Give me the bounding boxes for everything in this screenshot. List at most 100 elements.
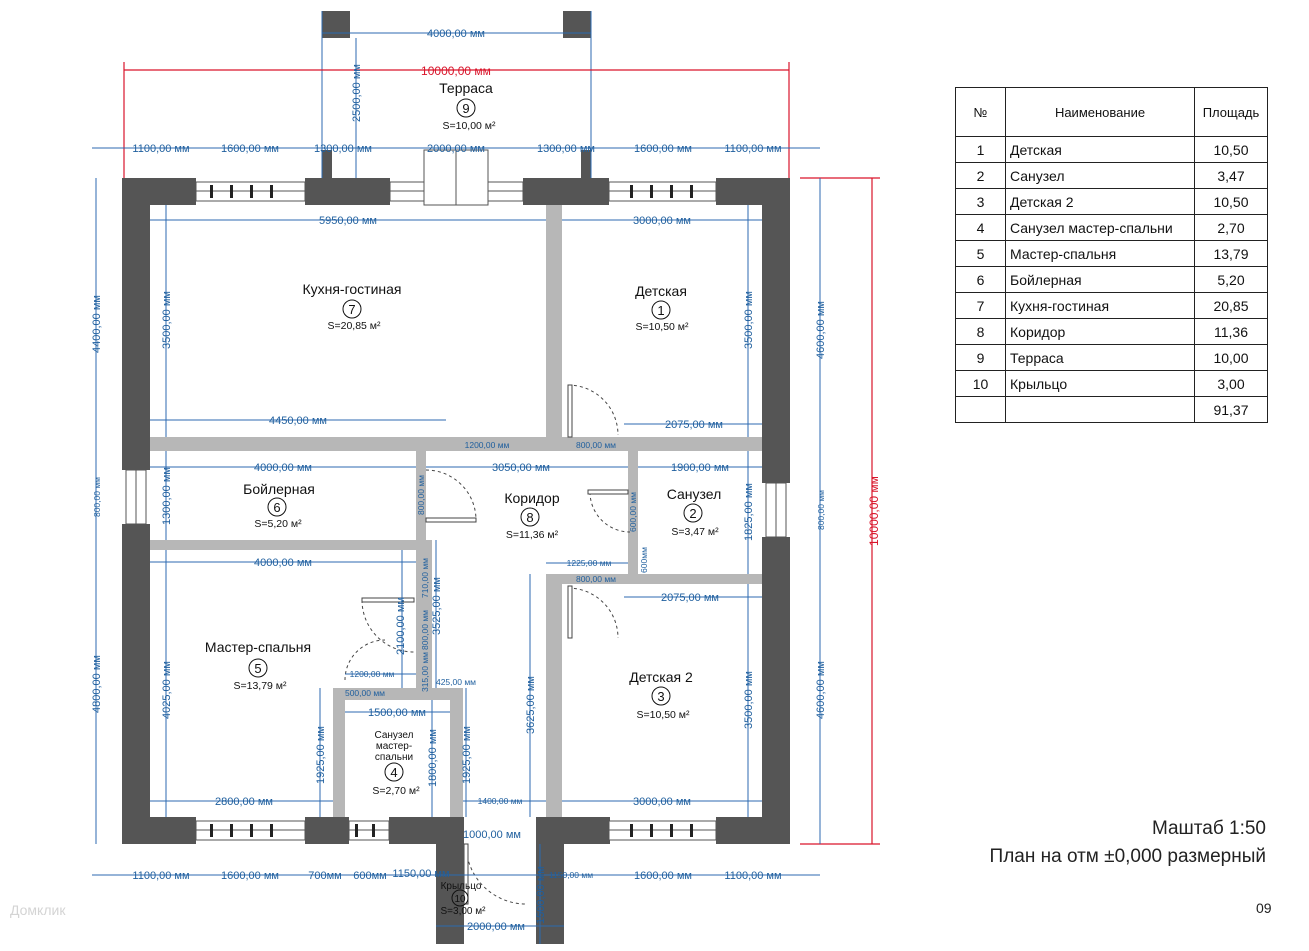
svg-text:4800,00 мм: 4800,00 мм bbox=[91, 655, 103, 713]
room-number: 9 bbox=[462, 101, 469, 116]
interior-wall bbox=[628, 451, 638, 581]
svg-text:800,00 мм: 800,00 мм bbox=[92, 477, 102, 517]
svg-text:4025,00 мм: 4025,00 мм bbox=[161, 661, 173, 719]
outer-wall bbox=[122, 817, 196, 844]
svg-text:800,00 мм: 800,00 мм bbox=[576, 574, 616, 584]
svg-text:1150,00 мм: 1150,00 мм bbox=[392, 868, 449, 880]
room-number: 7 bbox=[348, 302, 355, 317]
svg-text:2000,00 мм: 2000,00 мм bbox=[467, 921, 525, 933]
terrace-height: 2500,00 мм bbox=[351, 64, 363, 122]
room-corridor: Коридор 8 S=11,36 м² bbox=[504, 490, 560, 541]
room-name: спальни bbox=[375, 752, 413, 763]
table-total-row: 91,37 bbox=[955, 396, 1268, 423]
outer-wall bbox=[122, 524, 150, 844]
svg-text:3000,00 мм: 3000,00 мм bbox=[633, 215, 691, 227]
page-number: 09 bbox=[1256, 900, 1272, 916]
svg-text:1925,00 мм: 1925,00 мм bbox=[461, 726, 473, 784]
terrace-width: 4000,00 мм bbox=[427, 28, 485, 40]
room-name: мастер- bbox=[376, 741, 412, 752]
room-name: Кухня-гостиная bbox=[302, 281, 401, 297]
bottom-dimension-chain: 1100,00 мм 1600,00 мм 700мм 600мм 1150,0… bbox=[132, 868, 781, 882]
interior-wall bbox=[416, 540, 432, 688]
svg-text:3000,00 мм: 3000,00 мм bbox=[633, 796, 691, 808]
svg-text:4600,00 мм: 4600,00 мм bbox=[815, 301, 827, 359]
terrace-post bbox=[563, 11, 591, 38]
room-kitchen: Кухня-гостиная 7 S=20,85 м² bbox=[302, 281, 401, 332]
porch-post bbox=[536, 844, 564, 944]
room-area: S=10,50 м² bbox=[635, 321, 689, 333]
outer-wall bbox=[762, 537, 790, 844]
outer-wall bbox=[305, 817, 349, 844]
terrace-post bbox=[322, 11, 350, 38]
room-area: S=2,70 м² bbox=[372, 785, 420, 797]
room-area: S=3,00 м² bbox=[441, 906, 487, 917]
room-porch: Крыльцо 10 S=3,00 м² bbox=[441, 881, 487, 917]
room-name: Бойлерная bbox=[243, 481, 315, 497]
svg-text:2000,00 мм: 2000,00 мм bbox=[427, 143, 485, 155]
plan-title: План на отм ±0,000 размерный bbox=[989, 846, 1266, 867]
door-swings bbox=[344, 384, 631, 905]
outer-wall bbox=[305, 178, 390, 205]
svg-text:3500,00 мм: 3500,00 мм bbox=[743, 671, 755, 729]
svg-text:1300,00 мм: 1300,00 мм bbox=[537, 143, 595, 155]
outer-wall bbox=[523, 178, 609, 205]
svg-text:1200,00 мм: 1200,00 мм bbox=[350, 669, 395, 679]
room-name: Санузел bbox=[667, 486, 722, 502]
svg-text:4400,00 мм: 4400,00 мм bbox=[91, 295, 103, 353]
right-dimension-chain: 4600,00 мм 800,00 мм 4600,00 мм bbox=[815, 301, 827, 719]
interior-wall bbox=[150, 540, 416, 550]
interior-wall bbox=[416, 451, 426, 550]
svg-text:1925,00 мм: 1925,00 мм bbox=[315, 726, 327, 784]
interior-wall bbox=[546, 574, 762, 584]
svg-text:3050,00 мм: 3050,00 мм bbox=[492, 462, 550, 474]
interior-wall bbox=[450, 688, 463, 817]
room-number: 10 bbox=[454, 894, 466, 905]
svg-text:700мм: 700мм bbox=[308, 870, 341, 882]
svg-text:500,00 мм: 500,00 мм bbox=[345, 688, 385, 698]
svg-text:1900,00 мм: 1900,00 мм bbox=[671, 462, 729, 474]
terrace-post bbox=[322, 150, 332, 180]
room-area: S=20,85 м² bbox=[327, 320, 381, 332]
svg-text:1825,00 мм: 1825,00 мм bbox=[743, 483, 755, 541]
svg-text:600мм: 600мм bbox=[353, 870, 386, 882]
header-name: Наименование bbox=[1005, 87, 1195, 137]
svg-text:1500,00 мм: 1500,00 мм bbox=[535, 866, 547, 924]
room-name: Детская 2 bbox=[629, 669, 693, 685]
room-bath: Санузел 2 S=3,47 м² bbox=[667, 486, 722, 538]
svg-text:3500,00 мм: 3500,00 мм bbox=[743, 291, 755, 349]
svg-text:2800,00 мм: 2800,00 мм bbox=[215, 796, 273, 808]
svg-text:2075,00 мм: 2075,00 мм bbox=[661, 592, 719, 604]
room-area: S=3,47 м² bbox=[671, 526, 719, 538]
room-name: Терраса bbox=[439, 80, 493, 96]
svg-text:5950,00 мм: 5950,00 мм bbox=[319, 215, 377, 227]
svg-text:600,00 мм: 600,00 мм bbox=[628, 492, 638, 532]
svg-text:1600,00 мм: 1600,00 мм bbox=[634, 870, 692, 882]
svg-text:600мм: 600мм bbox=[639, 547, 649, 573]
svg-text:2100,00 мм: 2100,00 мм bbox=[395, 597, 407, 655]
room-area: S=11,36 м² bbox=[506, 529, 559, 541]
inner-dimensions: 5950,00 мм 3500,00 мм 4450,00 мм 3000,00… bbox=[150, 205, 762, 944]
svg-text:4600,00 мм: 4600,00 мм bbox=[815, 661, 827, 719]
porch-post bbox=[436, 844, 464, 944]
room-name: Коридор bbox=[504, 490, 560, 506]
terrace-post bbox=[581, 150, 591, 180]
window-frame-marks bbox=[210, 185, 693, 837]
outer-wall bbox=[389, 817, 464, 844]
room-number: 5 bbox=[254, 661, 261, 676]
room-name: Мастер-спальня bbox=[205, 639, 311, 655]
total-height-label: 10000,00 мм bbox=[867, 476, 881, 546]
room-number: 6 bbox=[273, 500, 280, 515]
header-area: Площадь bbox=[1194, 87, 1268, 137]
room-name: Санузел bbox=[375, 730, 414, 741]
svg-text:1200,00 мм: 1200,00 мм bbox=[465, 440, 510, 450]
scale-label: Маштаб 1:50 bbox=[1151, 818, 1266, 839]
svg-text:4450,00 мм: 4450,00 мм bbox=[269, 415, 327, 427]
svg-text:1100,00 мм: 1100,00 мм bbox=[724, 870, 781, 882]
svg-text:315,00 мм: 315,00 мм bbox=[420, 652, 430, 692]
